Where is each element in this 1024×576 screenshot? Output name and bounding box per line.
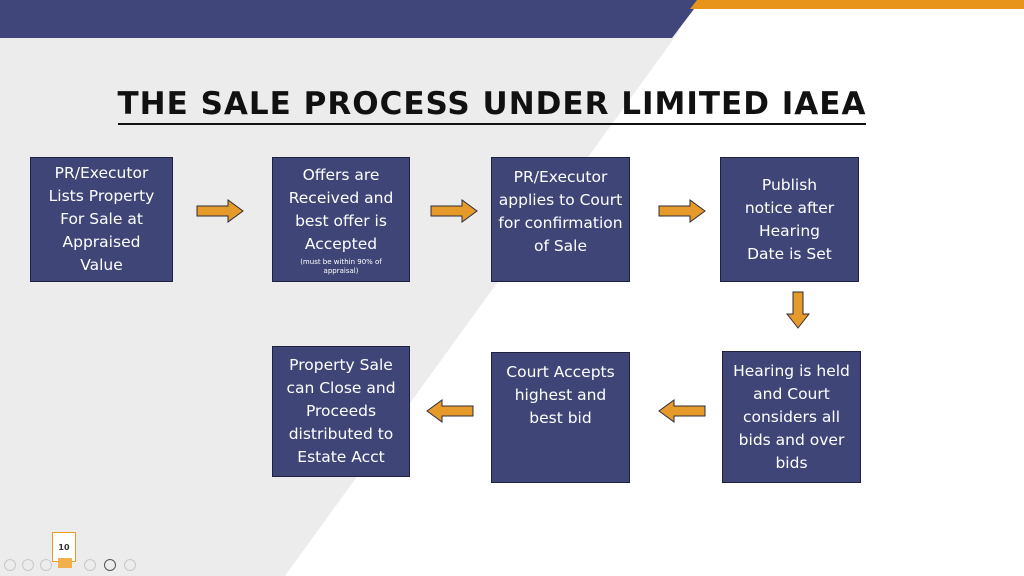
step-publish-notice: Publish notice after Hearing Date is Set [720,157,859,282]
slide-number: 10 [52,532,76,562]
arrow-down [786,291,810,329]
header-band [0,0,1024,38]
step-list-property: PR/Executor Lists Property For Sale at A… [30,157,173,282]
slide-number-marker [58,558,72,568]
pen-icon[interactable] [40,559,52,571]
appraisal-note: (must be within 90% of appraisal) [300,257,382,275]
arrow-right-3 [658,199,706,223]
camera-icon[interactable] [104,559,116,571]
slide-title: THE SALE PROCESS UNDER LIMITED IAEA [0,86,984,125]
step-offers-accepted: Offers are Received and best offer is Ac… [272,157,410,282]
arrow-right-2 [430,199,478,223]
arrow-left-2 [426,399,474,423]
step-hearing-held: Hearing is held and Court considers all … [722,351,861,483]
arrow-left-1 [658,399,706,423]
more-options-icon[interactable] [124,559,136,571]
zoom-icon[interactable] [84,559,96,571]
header-accent [690,0,1024,9]
step-court-accepts-bid: Court Accepts highest and best bid [491,352,630,483]
step-court-confirmation: PR/Executor applies to Court for confirm… [491,157,630,282]
arrow-right-1 [196,199,244,223]
next-slide-icon[interactable] [22,559,34,571]
step-property-closes: Property Sale can Close and Proceeds dis… [272,346,410,477]
previous-slide-icon[interactable] [4,559,16,571]
